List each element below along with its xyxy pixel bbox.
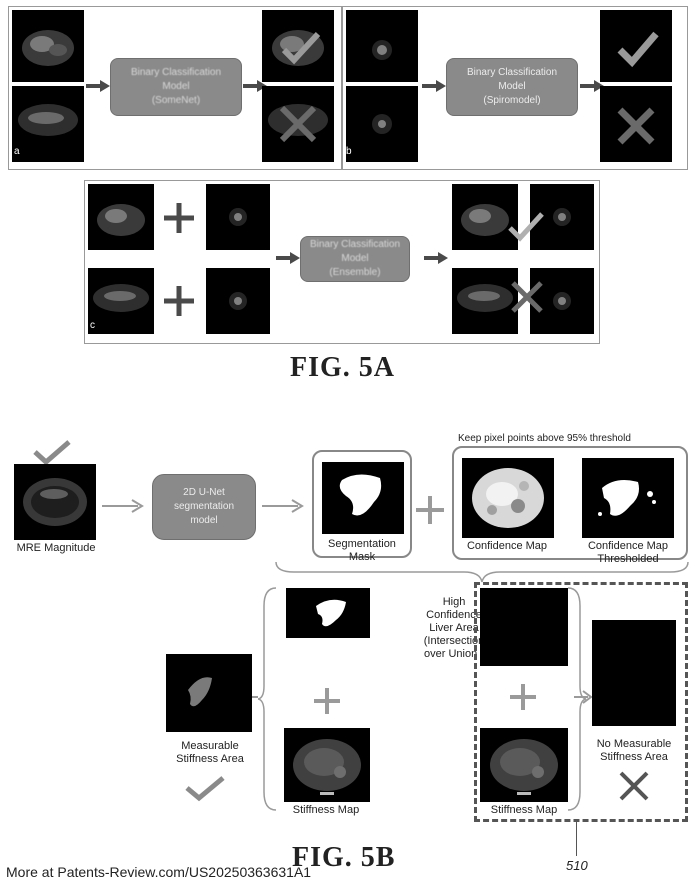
confidence-group	[452, 446, 688, 560]
no-measurable-label: No Measurable Stiffness Area	[596, 738, 672, 763]
confidence-map-image	[462, 458, 554, 538]
panel-c-spot-bottom	[206, 268, 270, 334]
panel-a-result-bottom	[262, 86, 334, 162]
left-stiffness-map-label: Stiffness Map	[292, 804, 360, 816]
panel-c-plus-bottom	[164, 286, 194, 316]
panel-a-model-box: Binary Classification Model (SomeNet)	[110, 58, 242, 116]
fig5a-title: FIG. 5A	[290, 352, 395, 383]
left-plus-icon	[314, 688, 340, 714]
arrow-b-out	[580, 80, 604, 92]
high-confidence-label: High Confidence Liver Area (Intersection…	[423, 596, 485, 660]
segmentation-mask-image	[322, 462, 404, 534]
panel-c-plus-top	[164, 203, 194, 233]
panel-c-mre-top	[88, 184, 154, 250]
right-stiffness-map-label: Stiffness Map	[490, 804, 558, 816]
right-brace	[567, 587, 587, 811]
right-stiffness-map-image	[480, 728, 568, 802]
seg-mask-label: Segmentation Mask	[328, 538, 396, 563]
arrow-c-in	[276, 252, 300, 264]
panel-a-result-top	[262, 10, 334, 82]
confidence-thresholded-label: Confidence Map Thresholded	[587, 540, 669, 565]
confidence-map-label: Confidence Map	[466, 540, 548, 552]
panel-c-cross-icon	[511, 281, 543, 313]
panel-c-check-icon	[508, 212, 544, 242]
panel-b-image-bottom	[346, 86, 418, 162]
fig5b-title: FIG. 5B	[292, 842, 396, 873]
panel-c-result-mre-bottom	[452, 268, 518, 334]
arrow-to-no-measurable	[574, 690, 593, 704]
confidence-thresholded-image	[582, 458, 674, 538]
panel-a-image-top	[12, 10, 84, 82]
left-liver-area-image	[286, 588, 370, 638]
mask-plus-icon	[416, 496, 444, 524]
left-stiffness-map-image	[284, 728, 370, 802]
panel-b-image-top	[346, 10, 418, 82]
right-liver-area-image	[480, 588, 568, 666]
no-measurable-cross-icon	[619, 771, 649, 801]
right-plus-icon	[510, 684, 536, 710]
panel-b-model-box: Binary Classification Model (Spiromodel)	[446, 58, 578, 116]
footer-source-link[interactable]: More at Patents-Review.com/US20250363631…	[6, 864, 312, 880]
combine-bracket	[275, 561, 689, 583]
ref-leader-line	[576, 822, 577, 856]
no-measurable-image	[592, 620, 676, 726]
measurable-check-icon	[185, 776, 225, 802]
arrow-c-out	[424, 252, 448, 264]
arrow-a-in	[86, 80, 110, 92]
left-brace	[258, 587, 277, 811]
measurable-stiffness-image	[166, 654, 252, 732]
seg-mask-group	[312, 450, 412, 558]
mre-check-icon	[33, 440, 71, 466]
panel-b-result-bottom	[600, 86, 672, 162]
panel-c-result-mre-top	[452, 184, 518, 250]
panel-a-label: a	[14, 146, 20, 157]
panel-c-result-spot-bottom	[530, 268, 594, 334]
panel-a-image-bottom	[12, 86, 84, 162]
panel-c-model-box: Binary Classification Model (Ensemble)	[300, 236, 410, 282]
keep-threshold-note: Keep pixel points above 95% threshold	[458, 433, 631, 444]
ref-number-510: 510	[566, 858, 588, 873]
panel-b-label: b	[346, 146, 352, 157]
panel-c-label: c	[90, 320, 95, 331]
panel-c-mre-bottom	[88, 268, 154, 334]
mre-magnitude-label: MRE Magnitude	[16, 542, 96, 554]
panel-divider	[341, 6, 343, 170]
measurable-stiffness-label: Measurable Stiffness Area	[176, 740, 244, 765]
no-measurable-dashed-box	[474, 582, 688, 822]
mre-magnitude-image	[14, 464, 96, 540]
unet-model-box: 2D U-Net segmentation model	[152, 474, 256, 540]
panel-b-result-top	[600, 10, 672, 82]
arrow-b-in	[422, 80, 446, 92]
panel-c-spot-top	[206, 184, 270, 250]
arrow-mre-to-unet	[102, 499, 144, 513]
arrow-unet-to-mask	[262, 499, 304, 513]
